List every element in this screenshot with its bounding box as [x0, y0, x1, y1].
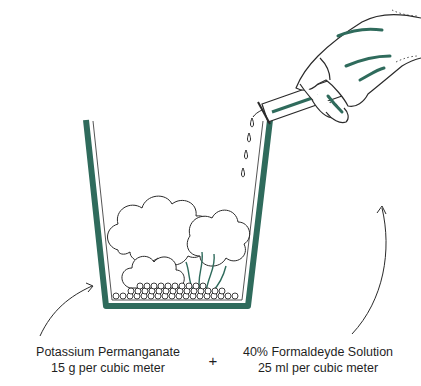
permanganate-pellets [113, 283, 238, 299]
leader-arrow [40, 206, 386, 336]
container [86, 120, 270, 306]
chemical-name: 40% Formaldeyde Solution [243, 345, 393, 360]
dosage: 15 g per cubic meter [51, 361, 165, 376]
drops [242, 118, 254, 177]
chemical-name: Potassium Permanganate [36, 345, 180, 360]
dosage: 25 ml per cubic meter [258, 361, 378, 376]
plus-sign: + [209, 353, 218, 368]
container-inner-edge [93, 121, 263, 300]
sleeve-dots [392, 10, 418, 62]
hand [296, 15, 421, 123]
hand-shading [328, 29, 390, 112]
smoke-cloud [108, 196, 250, 288]
reaction-flare [186, 252, 226, 292]
